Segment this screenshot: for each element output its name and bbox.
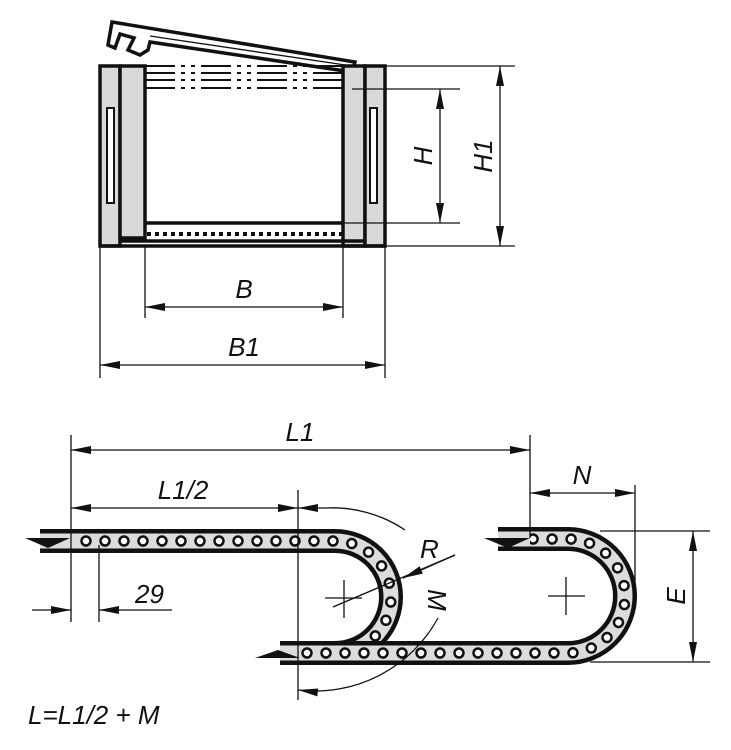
chain-link-pin bbox=[375, 560, 388, 572]
chain-link-pin bbox=[565, 533, 577, 545]
chain-link-pin bbox=[434, 647, 446, 659]
label-B: B bbox=[235, 274, 252, 304]
chain-link-pin bbox=[301, 647, 313, 659]
chain-link-pin bbox=[510, 647, 522, 659]
chain-link-pin bbox=[369, 630, 382, 642]
label-M: M bbox=[422, 589, 452, 611]
label-pitch: 29 bbox=[134, 579, 164, 609]
chain-link-pin bbox=[567, 647, 579, 659]
chain-link-pin bbox=[320, 647, 332, 659]
chain-link-pin bbox=[396, 647, 408, 659]
chain-link-pin bbox=[270, 535, 282, 547]
chain-link-pin bbox=[548, 647, 560, 659]
chain-link-pin bbox=[611, 562, 624, 574]
label-B1: B1 bbox=[228, 332, 260, 362]
label-L1-half: L1/2 bbox=[158, 475, 209, 505]
right-side-plate bbox=[341, 64, 367, 248]
chain-link-pin bbox=[472, 647, 484, 659]
chain-link-pin bbox=[118, 535, 130, 547]
label-H: H bbox=[408, 146, 438, 165]
chain-link-pin bbox=[289, 535, 301, 547]
cross-section-view: H H1 B B1 bbox=[98, 19, 515, 378]
chain-link-pin bbox=[599, 547, 612, 559]
chain-link-pin bbox=[232, 535, 244, 547]
chain-link-pin bbox=[175, 535, 187, 547]
side-view: L1 L1/2 N R M E 29 bbox=[25, 417, 710, 700]
chain-link-pin bbox=[385, 596, 397, 608]
chain-link-pin bbox=[546, 533, 558, 545]
chain-link-pin bbox=[585, 642, 598, 654]
label-L1: L1 bbox=[286, 417, 315, 447]
label-H1: H1 bbox=[468, 139, 498, 172]
chain-link-pin bbox=[362, 546, 375, 558]
chain-link-pin bbox=[601, 631, 613, 644]
length-formula: L=L1/2 + M bbox=[28, 700, 160, 730]
chain-link-pin bbox=[251, 535, 263, 547]
chain-link-pin bbox=[327, 535, 339, 547]
dim-M-arc bbox=[324, 507, 406, 531]
chain-link-pin bbox=[377, 647, 389, 659]
label-E: E bbox=[661, 587, 691, 605]
chain-inner bbox=[40, 533, 399, 661]
label-N: N bbox=[573, 460, 592, 490]
chain-link-pin bbox=[529, 647, 541, 659]
chain-link-pin bbox=[612, 616, 625, 629]
chain-link-pin bbox=[156, 535, 168, 547]
chain-link-pin bbox=[308, 535, 320, 547]
chain-link-pin bbox=[491, 647, 503, 659]
chain-link-pin bbox=[213, 535, 225, 547]
chain-link-pin bbox=[80, 535, 92, 547]
chain-link-pin bbox=[345, 537, 358, 550]
chain-link-pin bbox=[618, 579, 630, 592]
chain-link-pin bbox=[618, 598, 631, 611]
chain-link-pin bbox=[194, 535, 206, 547]
chain-link-pin bbox=[453, 647, 465, 659]
chain-link-pin bbox=[380, 614, 392, 627]
chain-body bbox=[40, 529, 403, 665]
chain-link-pin bbox=[137, 535, 149, 547]
label-R: R bbox=[420, 534, 439, 564]
chain-link-pin bbox=[358, 647, 370, 659]
chain-link-pin bbox=[415, 647, 427, 659]
chain-link-pin bbox=[339, 647, 351, 659]
chain-link-pin bbox=[583, 537, 596, 549]
chain-link-pin bbox=[99, 535, 111, 547]
